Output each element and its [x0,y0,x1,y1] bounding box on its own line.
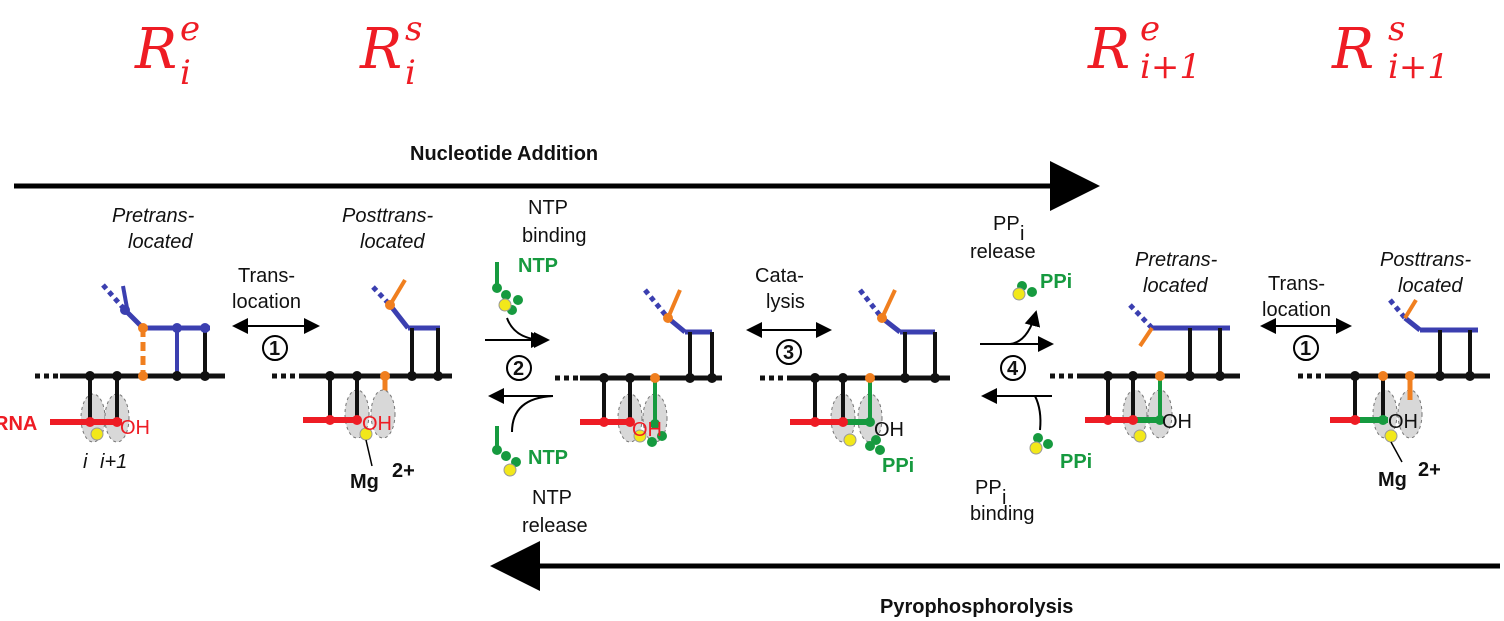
state-label-re-i: R e i [134,9,200,93]
config-label-pretrans-2: Pretrans- located [1135,249,1218,297]
svg-text:OH: OH [120,417,150,439]
forward-label: Nucleotide Addition [410,143,598,165]
svg-text:OH: OH [362,413,392,435]
svg-text:Pretrans-: Pretrans- [112,205,195,227]
svg-text:location: location [1262,299,1331,321]
svg-text:lysis: lysis [766,291,805,313]
state-label-rs-i: R s i [359,9,422,93]
svg-text:location: location [232,291,301,313]
svg-text:PPi: PPi [1040,271,1072,293]
svg-text:i+1: i+1 [1140,47,1201,87]
svg-text:PP: PP [975,477,1002,499]
svg-text:2+: 2+ [1418,459,1441,481]
svg-text:NTP: NTP [528,447,568,469]
step-translocation-1: Trans- location 1 [232,265,320,361]
svg-text:PP: PP [993,213,1020,235]
svg-text:OH: OH [632,419,662,441]
svg-text:OH: OH [1388,411,1418,433]
svg-text:Trans-: Trans- [238,265,295,287]
svg-text:located: located [1398,275,1463,297]
svg-text:Mg: Mg [1378,469,1407,491]
step-ppi: PP i release PPi 4 PPi PP i binding [970,213,1092,525]
step-ntp: NTP binding NTP NTP release NTP 2 [485,197,588,537]
svg-text:i: i [83,451,88,473]
svg-text:binding: binding [970,503,1035,525]
svg-text:located: located [128,231,193,253]
svg-text:i+1: i+1 [100,451,127,473]
svg-text:OH: OH [1162,411,1192,433]
svg-text:Trans-: Trans- [1268,273,1325,295]
svg-text:4: 4 [1007,358,1019,380]
state-label-rs-i1: R s i+1 [1331,9,1449,87]
svg-text:binding: binding [522,225,587,247]
svg-text:i+1: i+1 [1388,47,1449,87]
complex-pretranslocated-1: RNA OH i i+1 [0,283,225,473]
svg-text:R: R [359,17,402,82]
svg-text:2: 2 [513,358,524,380]
svg-text:PPi: PPi [882,455,914,477]
ppi-molecule-binding [1029,433,1053,455]
complex-ppi-bound: OH PPi [760,288,950,477]
svg-text:Posttrans-: Posttrans- [342,205,433,227]
svg-text:3: 3 [783,342,794,364]
svg-text:located: located [1143,275,1208,297]
svg-text:PPi: PPi [1060,451,1092,473]
config-label-pretrans-1: Pretrans- located [112,205,195,253]
svg-text:NTP: NTP [518,255,558,277]
svg-text:1: 1 [269,338,280,360]
svg-text:Mg: Mg [350,471,379,493]
svg-text:RNA: RNA [0,413,37,435]
svg-text:NTP: NTP [532,487,572,509]
step-catalysis: Cata- lysis 3 [746,265,832,365]
complex-ntp-bound: OH [555,288,722,447]
svg-text:NTP: NTP [528,197,568,219]
ntp-molecule-binding [492,262,523,315]
svg-text:OH: OH [874,419,904,441]
step-translocation-2: Trans- location 1 [1260,273,1352,361]
ntp-molecule-release [492,426,521,477]
svg-text:R: R [1087,17,1130,82]
svg-text:i: i [180,53,191,93]
svg-text:R: R [134,17,177,82]
svg-text:s: s [405,9,422,49]
svg-text:located: located [360,231,425,253]
config-label-posttrans-1: Posttrans- located [342,205,433,253]
svg-text:2+: 2+ [392,460,415,482]
reverse-label: Pyrophosphorolysis [880,596,1073,618]
svg-text:e: e [1140,9,1160,49]
svg-text:i: i [405,53,416,93]
svg-text:s: s [1388,9,1405,49]
svg-text:i: i [1020,223,1024,245]
svg-text:e: e [180,9,200,49]
complex-posttranslocated-1: OH Mg 2+ [272,278,452,493]
svg-text:1: 1 [1300,338,1311,360]
ppi-molecule-release [1012,281,1037,301]
svg-text:Cata-: Cata- [755,265,804,287]
state-label-re-i1: R e i+1 [1087,9,1201,87]
complex-posttranslocated-2: OH Mg 2+ [1298,298,1490,491]
svg-text:release: release [970,241,1036,263]
svg-text:R: R [1331,17,1374,82]
svg-text:release: release [522,515,588,537]
config-label-posttrans-2: Posttrans- located [1380,249,1471,297]
svg-text:Pretrans-: Pretrans- [1135,249,1218,271]
svg-text:Posttrans-: Posttrans- [1380,249,1471,271]
svg-text:i: i [1002,487,1006,509]
complex-pretranslocated-2: OH [1050,303,1240,443]
